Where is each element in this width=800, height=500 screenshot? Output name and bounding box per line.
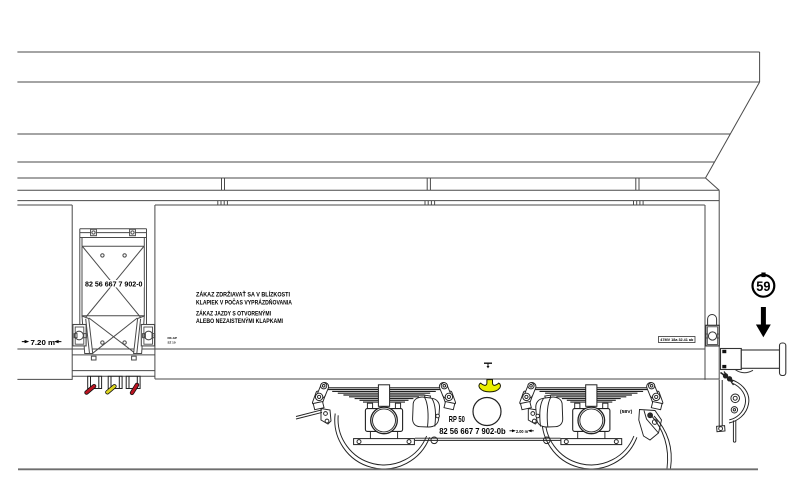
svg-text:(58V): (58V) [620,409,633,414]
svg-text:ZÁKAZ ZDRŽIAVAŤ SA V BLÍZKOSTI: ZÁKAZ ZDRŽIAVAŤ SA V BLÍZKOSTI [196,290,290,298]
svg-text:82 56 667 7 902-0b: 82 56 667 7 902-0b [439,426,506,436]
svg-text:RP 50: RP 50 [449,414,465,424]
svg-text:7.20 m: 7.20 m [31,340,56,347]
svg-text:ALEBO NEZAISTENÝMI KLAPKAMI: ALEBO NEZAISTENÝMI KLAPKAMI [196,318,283,325]
svg-text:SZ 10: SZ 10 [168,341,176,345]
svg-text:DK-GP: DK-GP [168,336,178,340]
svg-text:KLAPIEK V POČAS VYPRÁZDŇOVANIA: KLAPIEK V POČAS VYPRÁZDŇOVANIA [196,298,293,306]
svg-text:47MV 18a 32.41 ab: 47MV 18a 32.41 ab [660,338,693,342]
svg-text:2.00 m: 2.00 m [516,429,528,435]
svg-text:ZÁKAZ JAZDY S OTVORENÝMI: ZÁKAZ JAZDY S OTVORENÝMI [196,310,271,317]
svg-text:59: 59 [756,279,770,294]
svg-text:82 56 667 7 902-0: 82 56 667 7 902-0 [85,279,143,288]
